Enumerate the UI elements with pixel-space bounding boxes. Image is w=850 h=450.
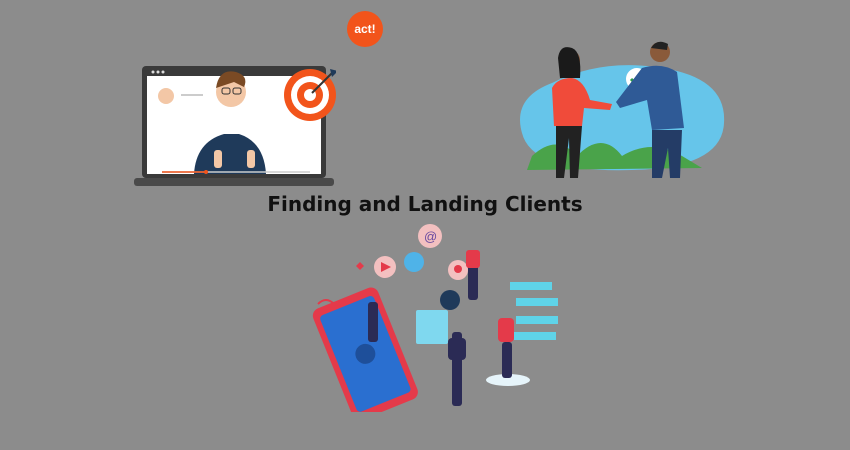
svg-text:@: @ [424, 229, 437, 244]
target-icon [284, 69, 336, 121]
handshake-illustration [520, 41, 725, 178]
man-suit [616, 65, 684, 130]
checklist-item [516, 316, 558, 324]
logo-text: act! [354, 22, 376, 36]
platform [486, 374, 530, 386]
email-bubble-icon [418, 224, 442, 248]
web-page-panel [416, 310, 448, 344]
laptop-base [134, 178, 334, 186]
page-title: Finding and Landing Clients [267, 192, 583, 216]
laptop-video-illustration [134, 66, 336, 186]
wifi-icon [317, 299, 335, 305]
woman-shirt [552, 78, 612, 126]
social-marketing-illustration: @ [312, 224, 558, 412]
smartphone [312, 287, 418, 412]
globe-icon [440, 290, 460, 310]
checklist-item [510, 282, 552, 290]
checklist-item [516, 298, 558, 306]
emoji-icon [404, 252, 424, 272]
avatar-icon [158, 88, 174, 104]
heart-icon [356, 262, 364, 270]
brand-logo: act! [347, 11, 383, 47]
checklist-item [514, 332, 556, 340]
